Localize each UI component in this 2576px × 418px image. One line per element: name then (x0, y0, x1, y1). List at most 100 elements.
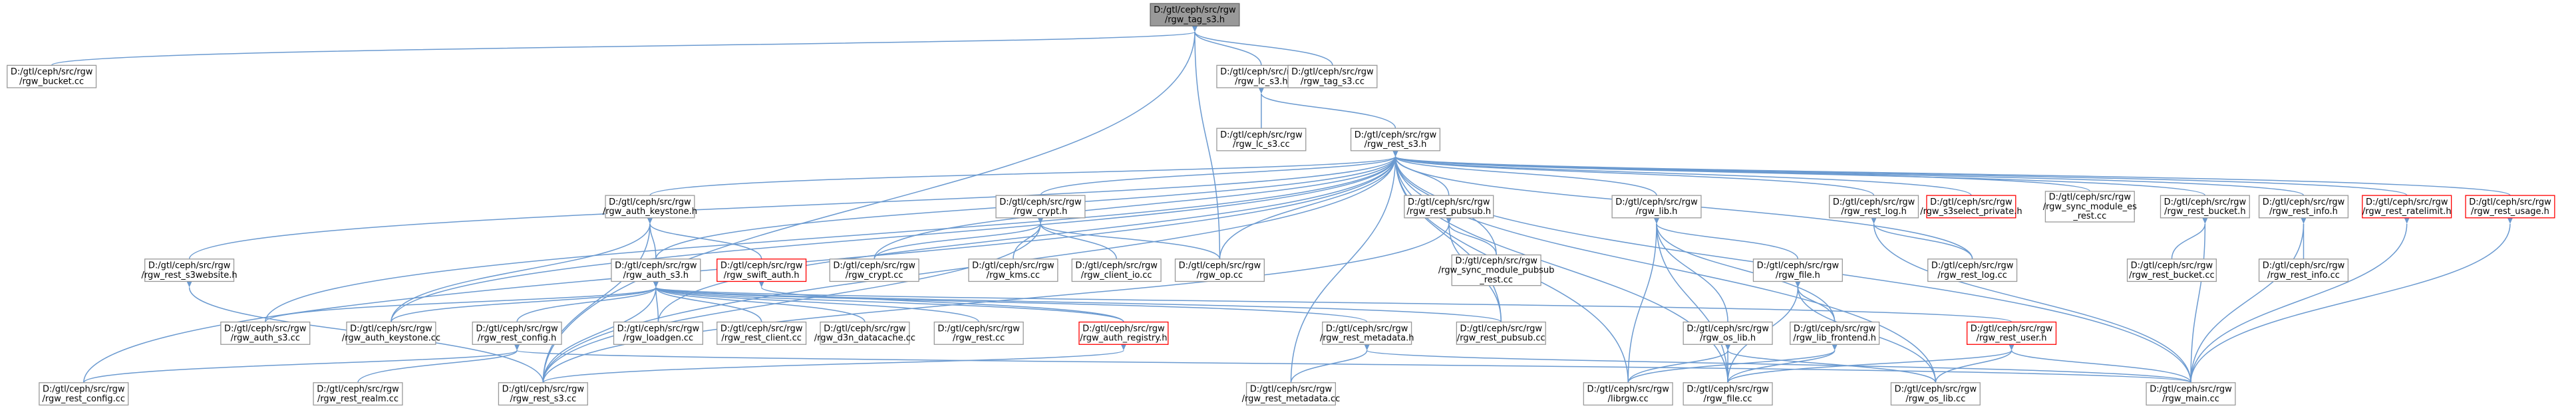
node-file-h[interactable]: D:/gtl/ceph/src/rgw/rgw_file.h (1752, 259, 1843, 282)
node-label-line: D:/gtl/ceph/src/rgw (2150, 385, 2232, 395)
node-auth-keystone-h[interactable]: D:/gtl/ceph/src/rgw/rgw_auth_keystone.h (603, 195, 697, 219)
edge-swift-auth-h-to-auth-registry-h (758, 281, 1124, 322)
node-label-line: D:/gtl/ceph/src/rgw (1326, 324, 1408, 334)
node-label-line: /rgw_file.h (1776, 270, 1820, 280)
edge-rest-metadata-h-to-rest-metadata-cc (1290, 344, 1370, 383)
node-d3n-datacache-cc[interactable]: D:/gtl/ceph/src/rgw/rgw_d3n_datacache.cc (814, 321, 915, 345)
node-lib-frontend-h[interactable]: D:/gtl/ceph/src/rgw/rgw_lib_frontend.h (1790, 321, 1880, 345)
node-rest-s3website-h[interactable]: D:/gtl/ceph/src/rgw/rgw_rest_s3website.h (142, 259, 238, 282)
node-label-line: /rgw_rest_config.cc (43, 394, 126, 404)
node-os-lib-cc[interactable]: D:/gtl/ceph/src/rgw/rgw_os_lib.cc (1890, 382, 1981, 406)
node-label-line: /rgw_rest_pubsub.cc (1457, 334, 1545, 344)
node-loadgen-cc[interactable]: D:/gtl/ceph/src/rgw/rgw_loadgen.cc (613, 321, 703, 345)
node-file-cc[interactable]: D:/gtl/ceph/src/rgw/rgw_file.cc (1683, 382, 1773, 406)
node-s3select-private-h[interactable]: D:/gtl/ceph/src/rgw/rgw_s3select_private… (1920, 195, 2022, 219)
node-rest-info-h[interactable]: D:/gtl/ceph/src/rgw/rgw_rest_info.h (2258, 195, 2349, 219)
edge-rest-s3-h-to-rest-metadata-cc (1290, 150, 1398, 383)
node-crypt-cc[interactable]: D:/gtl/ceph/src/rgw/rgw_crypt.cc (829, 259, 919, 282)
node-label-line: D:/gtl/ceph/src/rgw (833, 261, 915, 270)
node-box (1683, 382, 1773, 406)
node-rest-info-cc[interactable]: D:/gtl/ceph/src/rgw/rgw_rest_info.cc (2258, 259, 2349, 282)
node-rest-pubsub-h[interactable]: D:/gtl/ceph/src/rgw/rgw_rest_pubsub.h (1404, 195, 1494, 219)
node-crypt-h[interactable]: D:/gtl/ceph/src/rgw/rgw_crypt.h (995, 195, 1086, 219)
node-label-line: D:/gtl/ceph/src/rgw (1455, 256, 1537, 266)
edge-auth-s3-h-to-rest-metadata-h (653, 281, 1368, 323)
node-label-line: /rgw_loadgen.cc (623, 334, 694, 344)
edge-rest-config-h-to-main-cc (513, 344, 2191, 383)
edge-rest-bucket-h-to-main-cc (2190, 217, 2208, 383)
edge-rest-s3-h-to-lib-h (1392, 150, 1657, 196)
node-label-line: /rgw_rest_bucket.h (2164, 207, 2245, 217)
node-label-line: D:/gtl/ceph/src/rgw (999, 197, 1082, 207)
node-rest-client-cc[interactable]: D:/gtl/ceph/src/rgw/rgw_rest_client.cc (717, 321, 807, 345)
node-auth-s3-h[interactable]: D:/gtl/ceph/src/rgw/rgw_auth_s3.h (611, 259, 701, 282)
node-rest-config-cc[interactable]: D:/gtl/ceph/src/rgw/rgw_rest_config.cc (39, 382, 129, 406)
node-label-line: /rgw_lib.h (1636, 207, 1678, 217)
node-box (313, 382, 403, 406)
node-label-line: D:/gtl/ceph/src/rgw (350, 324, 432, 334)
edge-auth-s3-h-to-auth-s3-cc (265, 281, 659, 322)
node-swift-auth-h[interactable]: D:/gtl/ceph/src/rgw/rgw_swift_auth.h (717, 259, 807, 282)
node-box (2146, 382, 2236, 406)
node-box (933, 321, 1024, 345)
node-label-line: /rgw_rest_log.cc (1937, 270, 2007, 280)
node-box (1322, 321, 1412, 345)
node-label-line: /rgw_tag_s3.h (1165, 15, 1225, 25)
node-box (829, 259, 919, 282)
node-box (717, 259, 807, 282)
node-op-cc[interactable]: D:/gtl/ceph/src/rgw/rgw_op.cc (1174, 259, 1265, 282)
node-os-lib-h[interactable]: D:/gtl/ceph/src/rgw/rgw_os_lib.h (1683, 321, 1773, 345)
node-label-line: /rgw_rest_info.h (2269, 207, 2338, 217)
node-sync-module-es-rest-cc[interactable]: D:/gtl/ceph/src/rgw/rgw_sync_module_es_r… (2043, 191, 2137, 223)
edge-lib-h-to-os-lib-h (1654, 217, 1728, 322)
node-lc-s3-cc[interactable]: D:/gtl/ceph/src/rgw/rgw_lc_s3.cc (1216, 128, 1307, 152)
node-auth-keystone-cc[interactable]: D:/gtl/ceph/src/rgw/rgw_auth_keystone.cc (342, 321, 440, 345)
node-rest-user-h[interactable]: D:/gtl/ceph/src/rgw/rgw_rest_user.h (1966, 321, 2057, 345)
edge-tag-s3-h-to-op-cc (1192, 25, 1221, 259)
node-rest-log-h[interactable]: D:/gtl/ceph/src/rgw/rgw_rest_log.h (1829, 195, 1919, 219)
node-rest-s3-cc[interactable]: D:/gtl/ceph/src/rgw/rgw_rest_s3.cc (498, 382, 588, 406)
node-label-line: /rgw_os_lib.h (1700, 334, 1756, 344)
node-kms-cc[interactable]: D:/gtl/ceph/src/rgw/rgw_kms.cc (968, 259, 1058, 282)
node-client-io-cc[interactable]: D:/gtl/ceph/src/rgw/rgw_client_io.cc (1071, 259, 1162, 282)
node-label-line: D:/gtl/ceph/src/rgw (502, 385, 585, 395)
node-rest-ratelimit-h[interactable]: D:/gtl/ceph/src/rgw/rgw_rest_ratelimit.h (2362, 195, 2452, 219)
node-lib-h[interactable]: D:/gtl/ceph/src/rgw/rgw_lib.h (1611, 195, 1702, 219)
node-tag-s3-h[interactable]: D:/gtl/ceph/src/rgw/rgw_tag_s3.h (1150, 3, 1240, 27)
node-label-line: D:/gtl/ceph/src/rgw (2263, 261, 2345, 270)
node-rest-s3-h[interactable]: D:/gtl/ceph/src/rgw/rgw_rest_s3.h (1350, 128, 1441, 152)
node-rest-pubsub-cc[interactable]: D:/gtl/ceph/src/rgw/rgw_rest_pubsub.cc (1456, 321, 1546, 345)
node-box (2126, 259, 2217, 282)
edge-crypt-h-to-crypt-cc (874, 217, 1044, 260)
edge-auth-s3-h-to-d3n-datacache-cc (653, 281, 866, 322)
node-auth-s3-cc[interactable]: D:/gtl/ceph/src/rgw/rgw_auth_s3.cc (220, 321, 311, 345)
node-librgw-cc[interactable]: D:/gtl/ceph/src/rgw/librgw.cc (1583, 382, 1673, 406)
node-label-line: D:/gtl/ceph/src/rgw (1154, 5, 1236, 15)
node-tag-s3-cc[interactable]: D:/gtl/ceph/src/rgw/rgw_tag_s3.cc (1287, 64, 1378, 88)
node-rest-metadata-cc[interactable]: D:/gtl/ceph/src/rgw/rgw_rest_metadata.cc (1242, 382, 1341, 406)
node-rest-bucket-h[interactable]: D:/gtl/ceph/src/rgw/rgw_rest_bucket.h (2160, 195, 2250, 219)
node-rest-usage-h[interactable]: D:/gtl/ceph/src/rgw/rgw_rest_usage.h (2465, 195, 2555, 219)
node-sync-module-pubsub-rest-cc[interactable]: D:/gtl/ceph/src/rgw/rgw_sync_module_pubs… (1438, 254, 1554, 286)
node-label-line: /rgw_crypt.cc (846, 270, 903, 280)
node-box (1245, 382, 1337, 406)
node-rest-bucket-cc[interactable]: D:/gtl/ceph/src/rgw/rgw_rest_bucket.cc (2126, 259, 2217, 282)
node-main-cc[interactable]: D:/gtl/ceph/src/rgw/rgw_main.cc (2146, 382, 2236, 406)
node-rest-log-cc[interactable]: D:/gtl/ceph/src/rgw/rgw_rest_log.cc (1927, 259, 2018, 282)
node-auth-registry-h[interactable]: D:/gtl/ceph/src/rgw/rgw_auth_registry.h (1078, 321, 1169, 345)
node-rest-config-h[interactable]: D:/gtl/ceph/src/rgw/rgw_rest_config.h (472, 321, 562, 345)
node-label-line: D:/gtl/ceph/src/rgw (148, 261, 231, 270)
edge-tag-s3-h-to-rest-s3-cc (542, 25, 1198, 383)
node-label-line: /rgw_rest_ratelimit.h (2362, 207, 2452, 217)
node-label-line: /rgw_rest_bucket.cc (2129, 270, 2215, 280)
node-rest-realm-cc[interactable]: D:/gtl/ceph/src/rgw/rgw_rest_realm.cc (313, 382, 403, 406)
node-box (1451, 254, 1541, 286)
node-label-line: /rgw_auth_keystone.cc (342, 334, 440, 344)
node-box (2160, 195, 2250, 219)
node-rest-cc[interactable]: D:/gtl/ceph/src/rgw/rgw_rest.cc (933, 321, 1024, 345)
edge-rest-s3-h-to-rest-pubsub-cc (1392, 150, 1502, 322)
node-label-line: D:/gtl/ceph/src/rgw (1250, 385, 1333, 395)
node-box (39, 382, 129, 406)
node-bucket-cc[interactable]: D:/gtl/ceph/src/rgw/rgw_bucket.cc (7, 64, 97, 88)
node-rest-metadata-h[interactable]: D:/gtl/ceph/src/rgw/rgw_rest_metadata.h (1320, 321, 1414, 345)
